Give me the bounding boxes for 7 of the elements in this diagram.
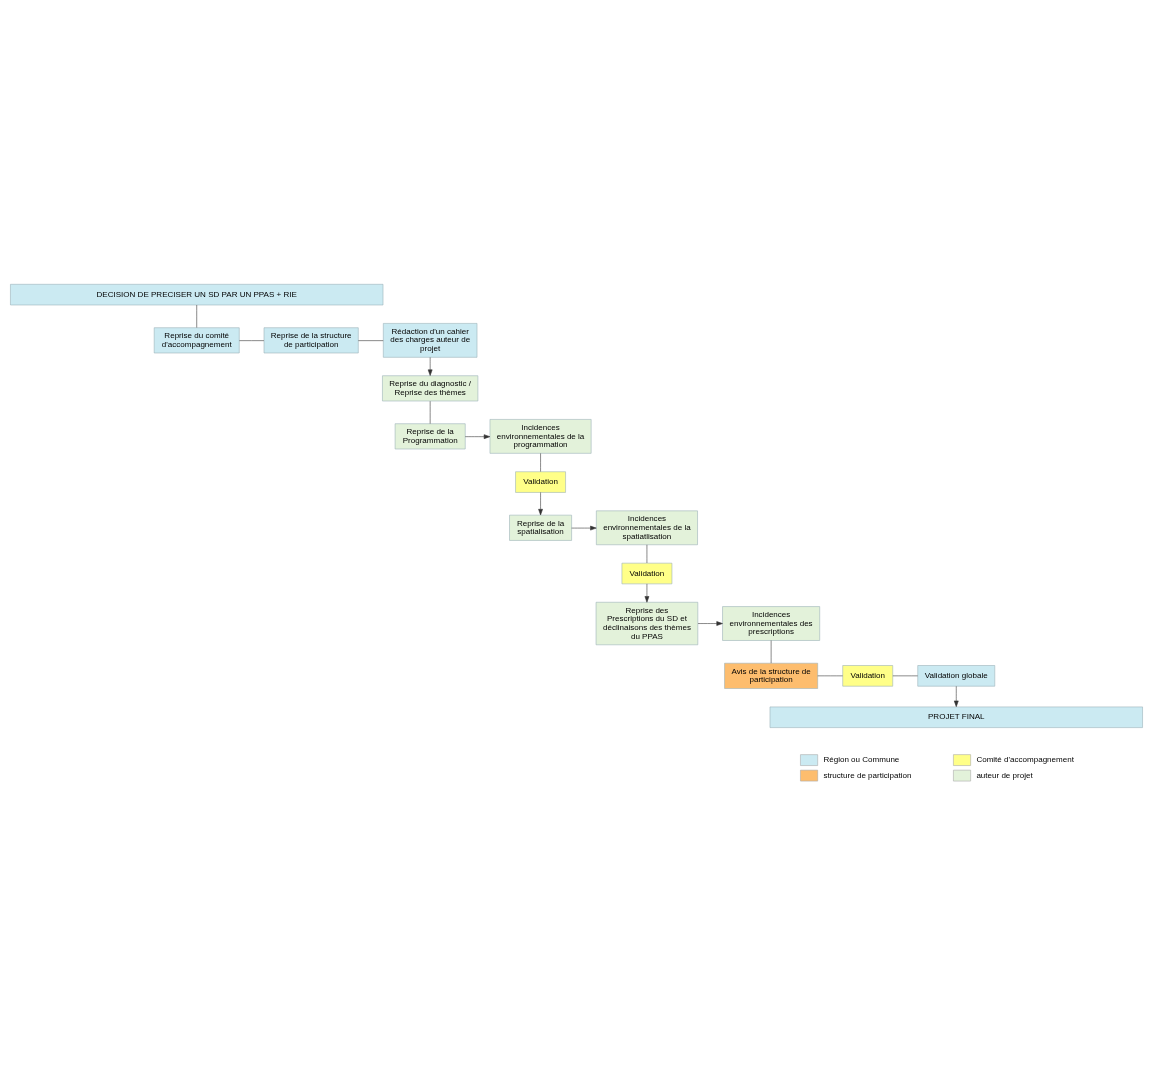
arrow bbox=[644, 583, 650, 603]
arrow bbox=[427, 357, 433, 376]
arrow bbox=[464, 434, 491, 439]
arrow bbox=[538, 492, 543, 516]
arrow bbox=[571, 525, 597, 531]
arrow bbox=[697, 621, 723, 626]
arrow bbox=[953, 686, 959, 707]
